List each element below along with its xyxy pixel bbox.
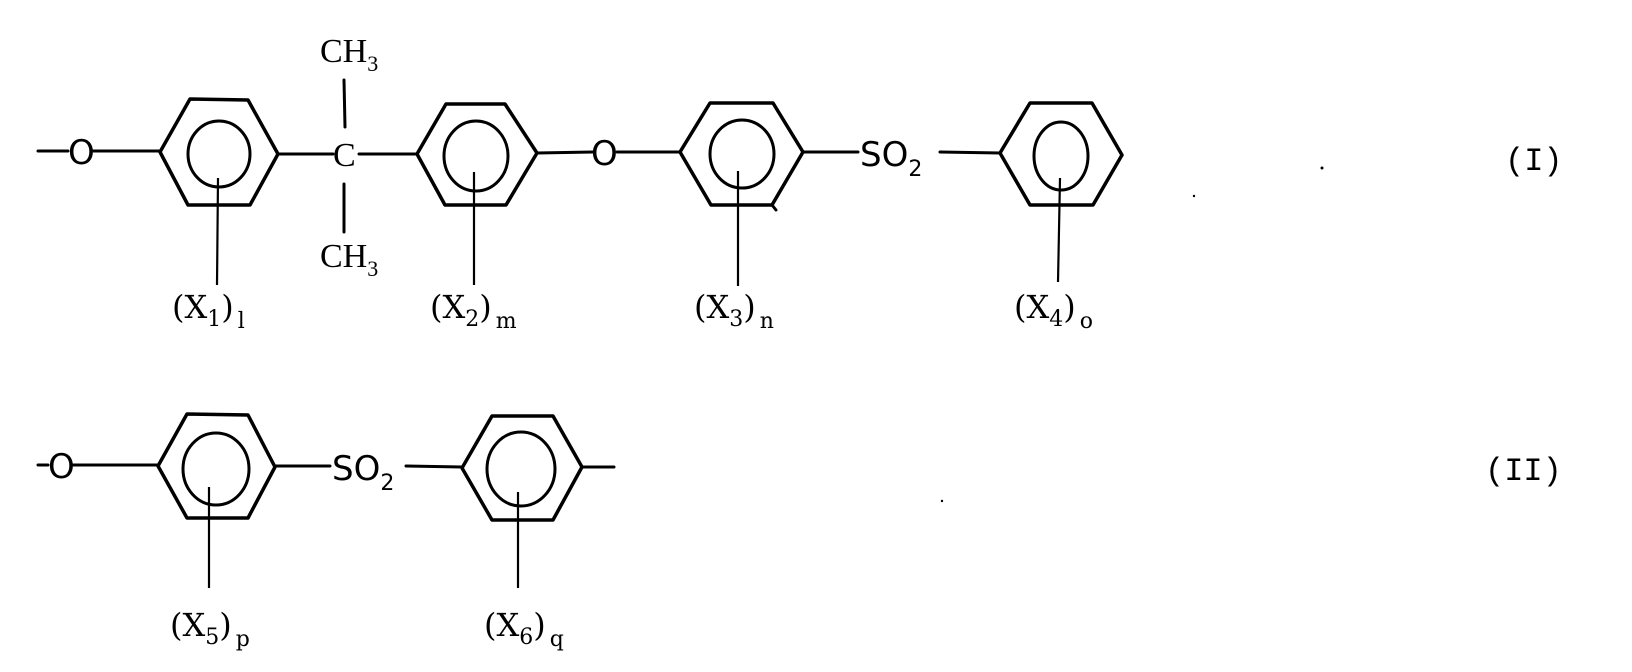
methyl-top: CH3	[320, 33, 378, 76]
methyl-bottom: CH3	[320, 238, 378, 281]
formula-I: O C CH3 CH3 O	[36, 33, 1563, 334]
benzene-ring-3	[678, 101, 805, 286]
so2-ring6-bond	[404, 464, 464, 469]
methyl-top-bond	[342, 78, 347, 129]
formula-II: O SO2 (X5)p (X6)q (II)	[36, 412, 1562, 652]
ether-oxygen: O	[591, 134, 618, 174]
substituent-X1: (X1)l	[172, 288, 245, 334]
substituent-X3: (X3)n	[694, 288, 774, 334]
oxygen-atom-left: O	[68, 133, 95, 173]
substituent-X2: (X2)m	[430, 288, 517, 334]
substituent-X5: (X5)p	[170, 606, 250, 652]
benzene-ring-1	[158, 97, 280, 286]
so2-ring4-bond	[938, 150, 1002, 155]
substituent-X4: (X4)o	[1014, 288, 1093, 334]
benzene-ring-6	[460, 414, 584, 588]
sulfone-group-I: SO2	[860, 135, 922, 182]
oxygen-atom-II: O	[48, 447, 75, 487]
benzene-ring-4	[998, 101, 1124, 283]
substituent-X6: (X6)q	[484, 606, 564, 652]
formula-label-I: (I)	[1505, 143, 1563, 180]
ring2-o-bond	[535, 150, 595, 155]
benzene-ring-5	[156, 412, 277, 588]
quaternary-carbon: C	[333, 137, 356, 174]
benzene-ring-2	[415, 102, 539, 285]
sulfone-group-II: SO2	[332, 449, 394, 496]
formula-label-II: (II)	[1485, 453, 1562, 490]
